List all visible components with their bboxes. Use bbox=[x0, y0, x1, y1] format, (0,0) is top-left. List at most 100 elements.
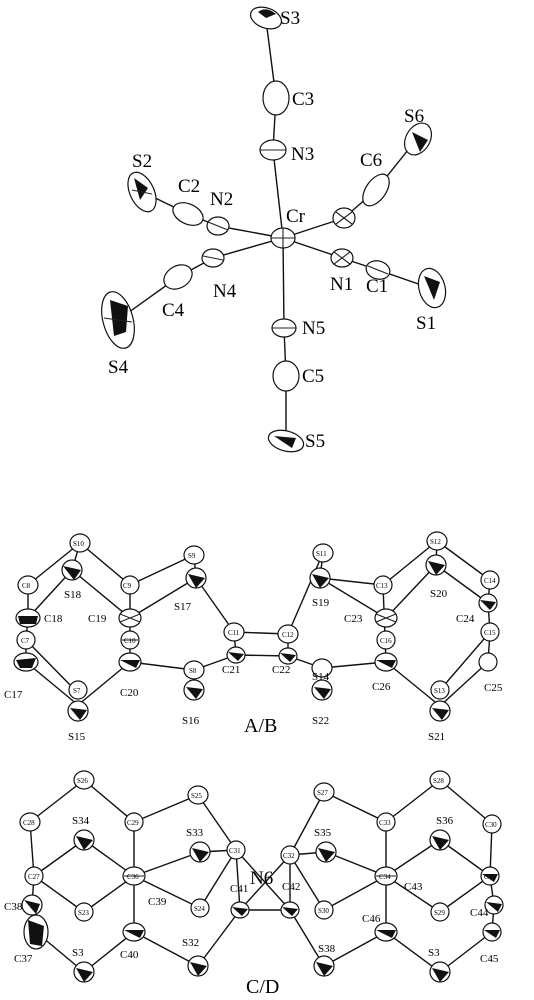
label-c1: C1 bbox=[366, 276, 388, 297]
label-c31: C31 bbox=[229, 847, 241, 855]
atom-c34 bbox=[374, 866, 398, 886]
label-c23: C23 bbox=[344, 613, 363, 625]
label-n2: N2 bbox=[210, 189, 233, 210]
label-c20: C20 bbox=[120, 687, 139, 699]
atom-c29 bbox=[124, 812, 144, 832]
atom-c14 bbox=[480, 570, 500, 590]
label-cr: Cr bbox=[286, 206, 306, 227]
atom-c9 bbox=[120, 575, 140, 595]
bond-cr-n5 bbox=[282, 237, 285, 329]
atom-c6 bbox=[362, 173, 390, 207]
label-s14: S14 bbox=[312, 671, 330, 683]
atom-c28 bbox=[19, 812, 41, 832]
atom-s4 bbox=[101, 291, 135, 349]
atom-s10 bbox=[69, 533, 91, 553]
label-s16: S16 bbox=[182, 715, 200, 727]
atom-s13 bbox=[430, 680, 450, 700]
atom-s23 bbox=[74, 902, 94, 922]
atom-n5 bbox=[271, 318, 297, 338]
label-s35: S35 bbox=[314, 827, 332, 839]
atom-s21 bbox=[429, 700, 451, 722]
label-n4: N4 bbox=[213, 281, 237, 302]
atom-c22 bbox=[278, 647, 298, 665]
atom-c19 bbox=[118, 608, 142, 628]
label-n3: N3 bbox=[291, 144, 314, 165]
atom-c21 bbox=[226, 646, 246, 664]
label-c40: C40 bbox=[120, 949, 139, 961]
atom-s33 bbox=[189, 841, 211, 863]
panel-cd-caption: C/D bbox=[246, 976, 279, 998]
atom-c30 bbox=[482, 814, 502, 834]
label-c2: C2 bbox=[178, 176, 200, 197]
label-s6: S6 bbox=[404, 106, 424, 127]
atom-c11 bbox=[223, 622, 245, 642]
label-s23: S23 bbox=[78, 909, 89, 917]
label-c36: C36 bbox=[127, 873, 139, 881]
label-c19: C19 bbox=[88, 613, 107, 625]
atom-s30 bbox=[314, 900, 334, 920]
atom-s6 bbox=[403, 122, 433, 156]
label-c16: C16 bbox=[380, 637, 392, 645]
atom-s29 bbox=[430, 902, 450, 922]
atom-c1 bbox=[365, 260, 391, 280]
atom-c35 bbox=[480, 866, 500, 886]
label-n6: N6 bbox=[250, 868, 273, 889]
label-c27: C27 bbox=[28, 873, 40, 881]
label-c9: C9 bbox=[123, 582, 132, 590]
atom-c3 bbox=[262, 80, 290, 116]
label-c44: C44 bbox=[470, 907, 489, 919]
atom-c13 bbox=[373, 575, 393, 595]
atom-c16 bbox=[376, 630, 396, 650]
label-s2: S2 bbox=[132, 151, 152, 172]
atom-s32 bbox=[187, 955, 209, 977]
atom-c10 bbox=[120, 630, 140, 650]
atom-c37 bbox=[23, 914, 49, 950]
atom-s5 bbox=[267, 429, 305, 453]
atom-s11 bbox=[312, 543, 334, 563]
atom-s14 bbox=[311, 658, 333, 678]
atom-c24 bbox=[478, 593, 498, 613]
label-c30: C30 bbox=[485, 821, 497, 829]
label-s21: S21 bbox=[428, 731, 445, 743]
label-c38: C38 bbox=[4, 901, 23, 913]
label-c26: C26 bbox=[372, 681, 391, 693]
atom-c15 bbox=[480, 622, 500, 642]
label-c24: C24 bbox=[456, 613, 475, 625]
label-s10: S10 bbox=[73, 540, 84, 548]
atom-c7 bbox=[16, 630, 36, 650]
atom-c45 bbox=[482, 922, 502, 942]
atom-c18 bbox=[15, 608, 41, 628]
atom-s2 bbox=[127, 171, 157, 213]
label-s1: S1 bbox=[416, 313, 436, 334]
label-c32: C32 bbox=[283, 852, 295, 860]
label-s13: S13 bbox=[434, 687, 445, 695]
atom-s9 bbox=[183, 545, 205, 565]
label-s30: S30 bbox=[318, 907, 329, 915]
label-n1: N1 bbox=[330, 274, 353, 295]
label-s3-right: S3 bbox=[428, 947, 440, 959]
label-c7: C7 bbox=[21, 637, 30, 645]
atom-c44 bbox=[484, 895, 504, 915]
label-c8: C8 bbox=[22, 582, 31, 590]
atom-s38 bbox=[313, 955, 335, 977]
label-n5: N5 bbox=[302, 318, 325, 339]
label-s36: S36 bbox=[436, 815, 454, 827]
atom-s27 bbox=[313, 782, 335, 802]
cr-complex: S3 C3 N3 S6 C6 S2 C2 N2 Cr N4 N1 C1 C4 S… bbox=[101, 6, 447, 453]
atom-s3 bbox=[249, 6, 283, 30]
atom-s8 bbox=[183, 660, 205, 680]
atom-s34 bbox=[73, 829, 95, 851]
label-s3: S3 bbox=[280, 8, 300, 29]
label-c14: C14 bbox=[484, 577, 496, 585]
atom-c36 bbox=[122, 866, 146, 886]
atom-s36 bbox=[429, 829, 451, 851]
label-s32: S32 bbox=[182, 937, 199, 949]
label-c5: C5 bbox=[302, 366, 324, 387]
atom-c38 bbox=[21, 894, 43, 916]
atom-c8 bbox=[17, 575, 39, 595]
label-s7: S7 bbox=[73, 687, 81, 695]
label-s29: S29 bbox=[434, 909, 445, 917]
label-c6: C6 bbox=[360, 150, 382, 171]
label-s11: S11 bbox=[316, 550, 327, 558]
